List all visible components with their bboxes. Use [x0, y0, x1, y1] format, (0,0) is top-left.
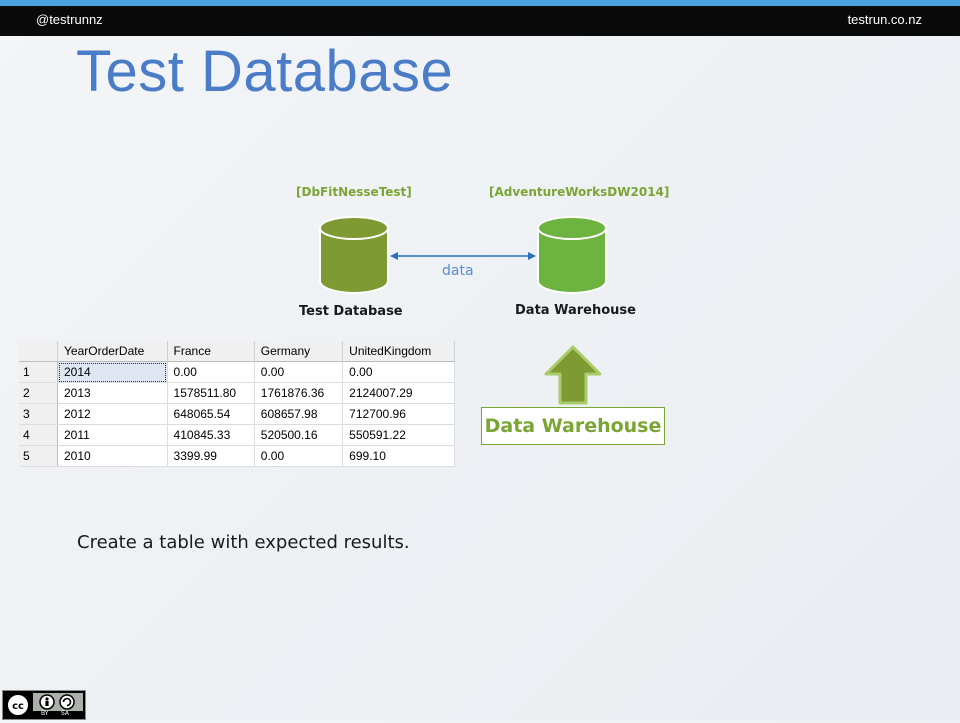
table-cell[interactable]: 410845.33 — [167, 424, 255, 446]
row-number[interactable]: 5 — [19, 445, 58, 467]
table-cell[interactable]: 699.10 — [342, 445, 455, 467]
results-header-row: YearOrderDate France Germany UnitedKingd… — [19, 341, 455, 362]
table-cell[interactable]: 0.00 — [342, 361, 455, 383]
table-row: 3 2012 648065.54 608657.98 712700.96 — [19, 403, 455, 425]
table-row: 5 2010 3399.99 0.00 699.10 — [19, 445, 455, 467]
table-cell[interactable]: 0.00 — [254, 445, 344, 467]
header-bar: @testrunnz testrun.co.nz — [0, 6, 960, 36]
body-text: Create a table with expected results. — [77, 532, 410, 553]
table-cell[interactable]: 3399.99 — [167, 445, 255, 467]
table-cell[interactable]: 550591.22 — [342, 424, 455, 446]
cc-license-badge: cc BY SA — [2, 690, 86, 720]
table-cell[interactable]: 2124007.29 — [342, 382, 455, 404]
table-cell[interactable]: 2011 — [57, 424, 168, 446]
column-header-unitedkingdom[interactable]: UnitedKingdom — [342, 341, 455, 362]
column-header-germany[interactable]: Germany — [254, 341, 344, 362]
row-number[interactable]: 1 — [19, 361, 58, 383]
column-header-france[interactable]: France — [167, 341, 255, 362]
source-db-caption: Test Database — [299, 304, 403, 319]
table-cell[interactable]: 2014 — [57, 361, 168, 383]
svg-text:cc: cc — [12, 701, 24, 712]
connector-label: data — [442, 263, 474, 279]
header-site: testrun.co.nz — [847, 12, 922, 27]
table-cell[interactable]: 648065.54 — [167, 403, 255, 425]
target-db-label: [AdventureWorksDW2014] — [489, 185, 670, 199]
table-cell[interactable]: 608657.98 — [254, 403, 344, 425]
header-handle: @testrunnz — [36, 12, 103, 27]
data-warehouse-box: Data Warehouse — [481, 407, 665, 445]
row-number[interactable]: 2 — [19, 382, 58, 404]
table-row: 4 2011 410845.33 520500.16 550591.22 — [19, 424, 455, 446]
table-cell[interactable]: 1761876.36 — [254, 382, 344, 404]
table-cell[interactable]: 2010 — [57, 445, 168, 467]
table-row: 2 2013 1578511.80 1761876.36 2124007.29 — [19, 382, 455, 404]
column-header-rownum — [19, 341, 58, 362]
table-row: 1 2014 0.00 0.00 0.00 — [19, 361, 455, 383]
results-grid: YearOrderDate France Germany UnitedKingd… — [19, 341, 455, 467]
table-cell[interactable]: 2012 — [57, 403, 168, 425]
table-cell[interactable]: 0.00 — [167, 361, 255, 383]
row-number[interactable]: 3 — [19, 403, 58, 425]
data-warehouse-icon — [537, 216, 607, 294]
test-database-icon — [319, 216, 389, 294]
column-header-yearorderdate[interactable]: YearOrderDate — [57, 341, 168, 362]
target-db-caption: Data Warehouse — [515, 303, 636, 318]
table-cell[interactable]: 520500.16 — [254, 424, 344, 446]
cc-by-text: BY — [41, 710, 49, 717]
data-connector-arrow — [390, 252, 536, 260]
up-arrow-icon — [544, 345, 602, 405]
source-db-label: [DbFitNesseTest] — [296, 185, 412, 199]
accent-strip — [0, 0, 960, 6]
table-cell[interactable]: 712700.96 — [342, 403, 455, 425]
cc-by-sa-icon: cc — [3, 691, 85, 719]
table-cell[interactable]: 0.00 — [254, 361, 344, 383]
slide-title: Test Database — [76, 39, 454, 104]
row-number[interactable]: 4 — [19, 424, 58, 446]
table-cell[interactable]: 2013 — [57, 382, 168, 404]
cc-sa-text: SA — [61, 710, 70, 717]
table-cell[interactable]: 1578511.80 — [167, 382, 255, 404]
